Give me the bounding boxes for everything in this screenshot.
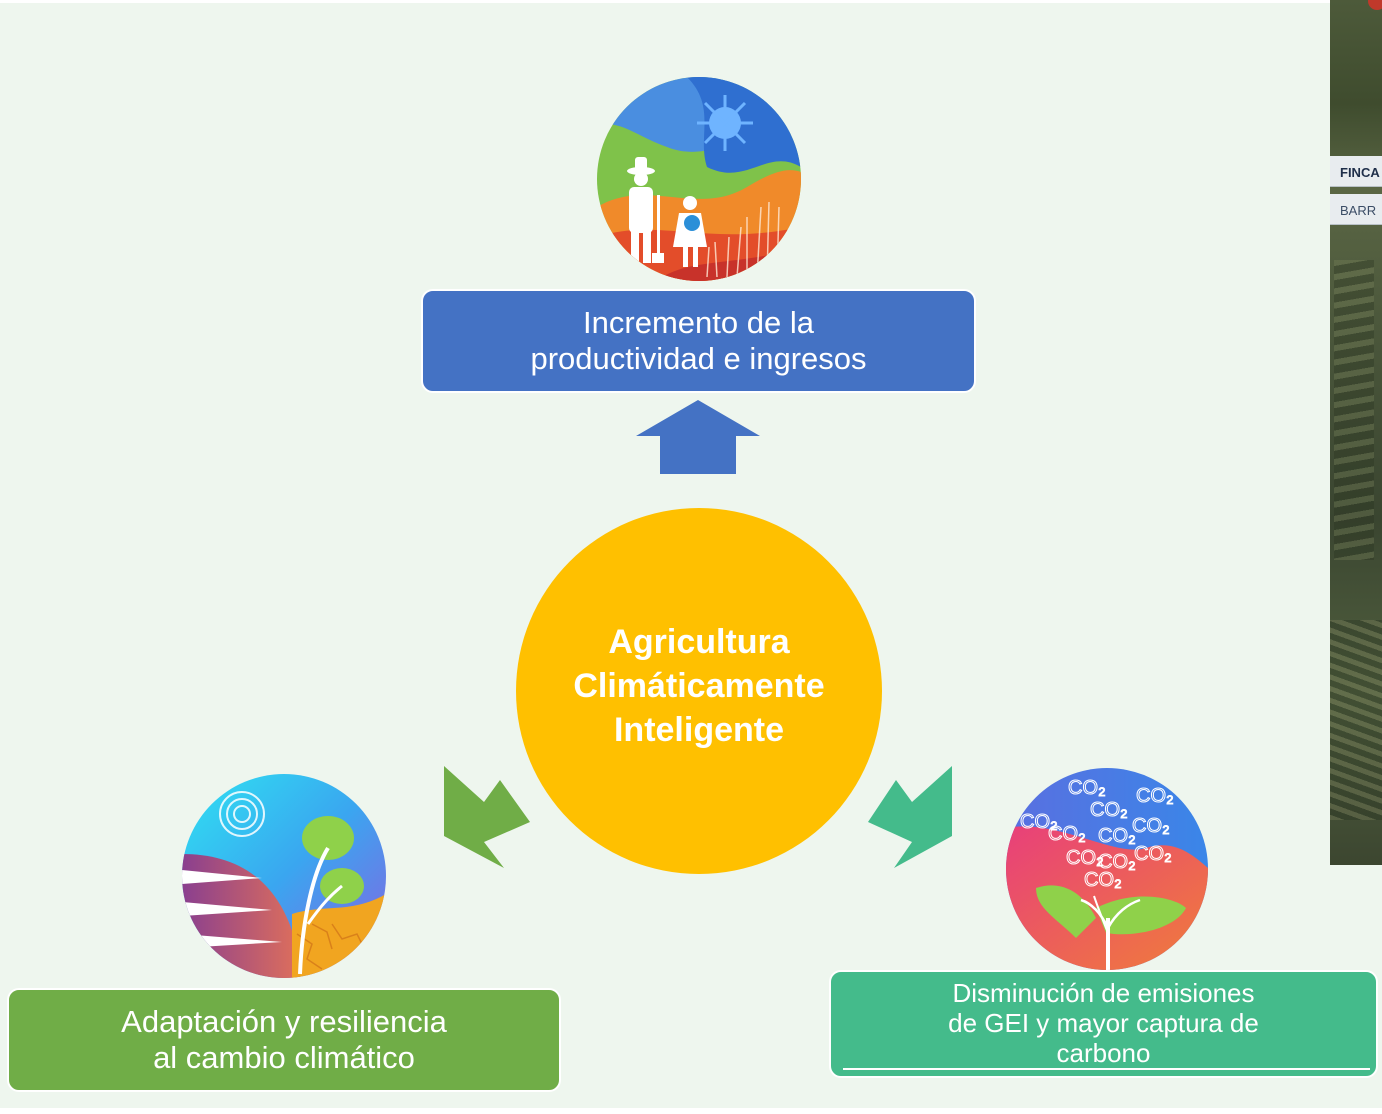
co2-label: CO₂ xyxy=(1048,823,1086,845)
productivity-line2: productividad e ingresos xyxy=(530,341,867,376)
photo-sign-finca-text: FINCA xyxy=(1340,165,1380,180)
co2-label: CO₂ xyxy=(1134,843,1172,865)
central-concept-circle xyxy=(516,508,882,874)
co2-label: CO₂ xyxy=(1098,825,1136,847)
mitigation-box: Disminución de emisiones de GEI y mayor … xyxy=(829,970,1378,1078)
photo-sign-finca: FINCA xyxy=(1330,156,1382,187)
top-border xyxy=(0,0,1382,3)
co2-label: CO₂ xyxy=(1066,847,1104,869)
productivity-box: Incremento de la productividad e ingreso… xyxy=(421,289,976,393)
adaptation-line1: Adaptación y resiliencia xyxy=(121,1004,447,1039)
co2-sprout-icon: CO₂ CO₂ CO₂ CO₂ CO₂ CO₂ CO₂ CO₂ CO₂ CO₂ … xyxy=(1006,768,1208,970)
arrow-down-right-icon xyxy=(868,766,952,868)
photo-sign-barr: BARR xyxy=(1330,194,1382,225)
farmers-sun-icon xyxy=(597,77,801,281)
wind-tree-icon xyxy=(182,774,386,978)
productivity-line1: Incremento de la xyxy=(583,305,814,340)
center-line1: Agricultura xyxy=(608,623,790,661)
central-concept-title: Agricultura Climáticamente Inteligente xyxy=(526,620,872,752)
arrow-up-icon xyxy=(636,400,760,474)
co2-label: CO₂ xyxy=(1132,815,1170,837)
adaptation-line2: al cambio climático xyxy=(153,1040,415,1075)
mitigation-line1: Disminución de emisiones xyxy=(952,978,1255,1008)
co2-label: CO₂ xyxy=(1098,851,1136,873)
mitigation-underline xyxy=(843,1068,1370,1070)
photo-marker xyxy=(1368,0,1382,10)
mitigation-line2: de GEI y mayor captura de xyxy=(948,1008,1259,1038)
co2-label: CO₂ xyxy=(1068,777,1106,799)
farm-photo: FINCA BARR xyxy=(1330,0,1382,865)
co2-label: CO₂ xyxy=(1084,869,1122,891)
co2-label: CO₂ xyxy=(1136,785,1174,807)
center-line2: Climáticamente xyxy=(573,667,825,705)
center-line3: Inteligente xyxy=(613,711,785,749)
arrow-down-left-icon xyxy=(444,766,530,868)
photo-sign-barr-text: BARR xyxy=(1340,203,1377,218)
bottom-border xyxy=(0,1108,1382,1114)
mitigation-line3: carbono xyxy=(1056,1038,1151,1068)
adaptation-box: Adaptación y resiliencia al cambio climá… xyxy=(7,988,561,1092)
co2-label: CO₂ xyxy=(1090,799,1128,821)
co2-label: CO₂ xyxy=(1020,811,1058,833)
